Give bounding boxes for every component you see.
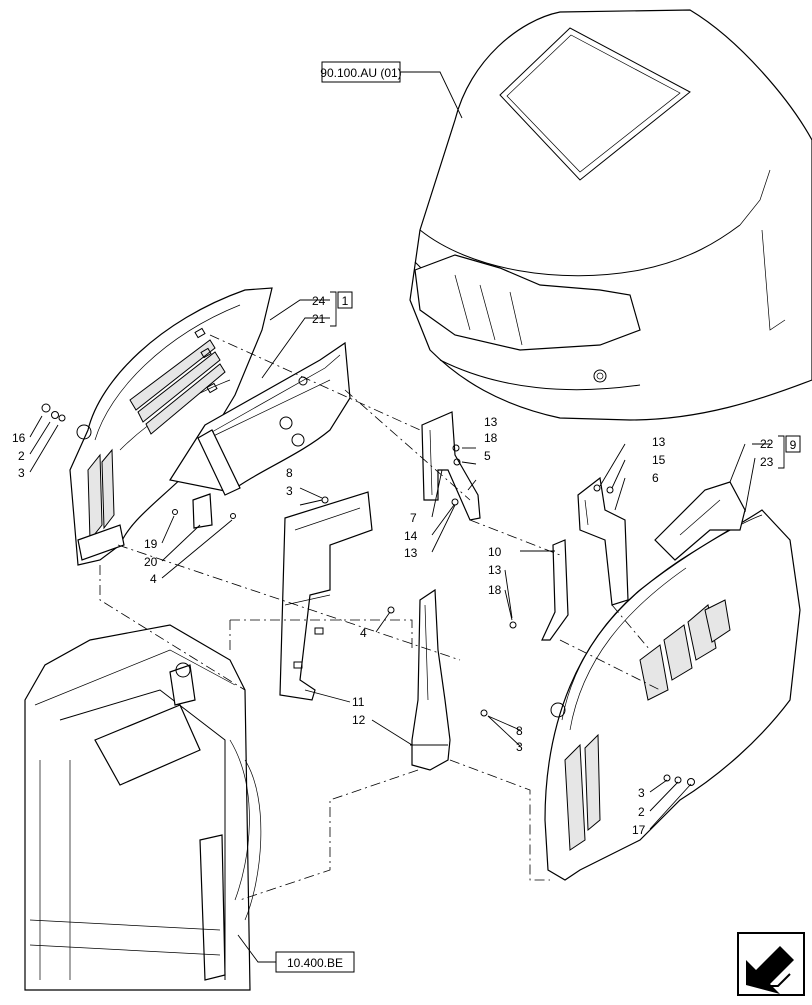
callout-19: 19 [144,537,158,551]
callout-numbers: 24 21 16 2 3 19 20 4 8 3 13 18 5 7 14 13… [12,294,774,837]
callout-23: 23 [760,455,774,469]
insulation-pad-22 [654,481,746,561]
leader-lines [29,71,770,963]
callout-13: 13 [652,435,666,449]
callout-17: 17 [632,823,646,837]
radiator-reference[interactable]: 10.400.BE [275,951,355,973]
callout-3: 3 [516,740,523,754]
arrow-icon[interactable] [737,932,805,996]
callout-11: 11 [352,695,365,709]
callout-16: 16 [12,431,26,445]
hood-assembly [409,9,812,421]
hood-reference-label: 90.100.AU (01) [320,66,401,80]
hood-reference[interactable]: 90.100.AU (01) [320,61,402,83]
callout-6: 6 [652,471,659,485]
callout-3: 3 [18,466,25,480]
group-right-label: 9 [790,438,797,452]
callout-18: 18 [484,431,498,445]
callout-3: 3 [638,786,645,800]
callout-8: 8 [286,466,293,480]
bracket-12 [410,588,451,771]
callout-20: 20 [144,555,158,569]
left-grille-mesh [169,341,351,496]
left-grille-panel [69,287,273,566]
group-bracket-left: 1 [330,291,353,327]
callout-5: 5 [484,449,491,463]
strip-6 [577,476,629,606]
fasteners [41,327,695,786]
callout-7: 7 [410,511,417,525]
callout-4: 4 [360,626,367,640]
callout-13: 13 [488,563,502,577]
callout-15: 15 [652,453,666,467]
group-left-label: 1 [342,294,349,308]
strip-5 [421,411,481,521]
right-grille-panel [544,509,801,881]
callout-22: 22 [760,437,774,451]
group-bracket-right: 9 [778,435,801,469]
callout-2: 2 [638,805,645,819]
radiator-reference-label: 10.400.BE [287,956,343,970]
radiator-assembly [24,624,262,991]
callout-24: 24 [312,294,326,308]
strip-10 [541,539,569,641]
bracket-11 [279,491,373,701]
callout-4: 4 [150,572,157,586]
callout-18: 18 [488,583,502,597]
callout-12: 12 [352,713,366,727]
callout-13: 13 [404,546,418,560]
callout-2: 2 [18,449,25,463]
alignment-lines [99,334,661,901]
callout-21: 21 [312,312,326,326]
callout-14: 14 [404,529,418,543]
callout-13: 13 [484,415,498,429]
callout-3: 3 [286,484,293,498]
callout-8: 8 [516,724,523,738]
callout-10: 10 [488,545,502,559]
